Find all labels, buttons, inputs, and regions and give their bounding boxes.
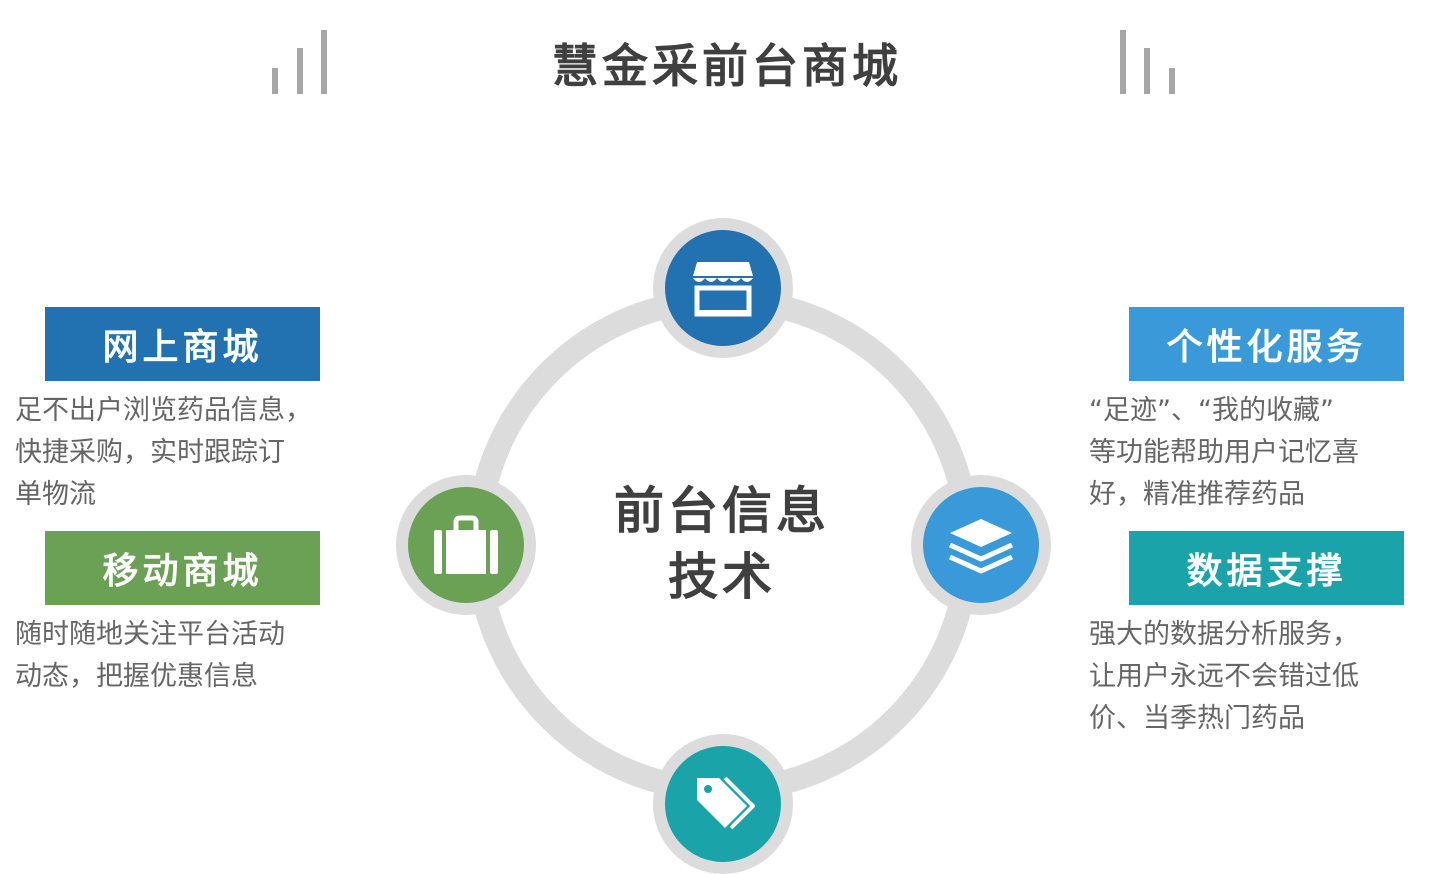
top-node: [653, 218, 793, 358]
description-line: 随时随地关注平台活动: [15, 619, 285, 650]
price-tag-icon: [665, 746, 781, 862]
description-line: 动态，把握优惠信息: [15, 661, 258, 692]
description-line: 等功能帮助用户记忆喜: [1089, 437, 1359, 468]
personalized-service-label: 个性化服务: [1129, 307, 1404, 381]
storefront-icon: [665, 230, 781, 346]
description-line: “足迹”、“我的收藏”: [1089, 395, 1334, 426]
mobile-mall-label: 移动商城: [45, 531, 320, 605]
description-line: 足不出户浏览药品信息，: [15, 395, 312, 426]
left-node: [396, 475, 536, 615]
online-mall-description: 足不出户浏览药品信息， 快捷采购，实时跟踪订 单物流: [15, 390, 312, 516]
data-support-description: 强大的数据分析服务， 让用户永远不会错过低 价、当季热门药品: [1089, 614, 1359, 740]
description-line: 单物流: [15, 479, 96, 510]
description-line: 好，精准推荐药品: [1089, 479, 1305, 510]
center-label: 前台信息 技术: [564, 478, 880, 610]
description-line: 价、当季热门药品: [1089, 703, 1305, 734]
online-mall-label: 网上商城: [45, 307, 320, 381]
center-label-line2: 技术: [668, 548, 776, 606]
personalized-service-description: “足迹”、“我的收藏” 等功能帮助用户记忆喜 好，精准推荐药品: [1089, 390, 1359, 516]
shopping-bag-icon: [408, 487, 524, 603]
layers-icon: [923, 487, 1039, 603]
mobile-mall-description: 随时随地关注平台活动 动态，把握优惠信息: [15, 614, 285, 698]
center-label-line1: 前台信息: [614, 482, 830, 540]
description-line: 强大的数据分析服务，: [1089, 619, 1359, 650]
page-title: 慧金采前台商城: [552, 39, 902, 93]
bottom-node: [653, 734, 793, 874]
description-line: 快捷采购，实时跟踪订: [15, 437, 285, 468]
data-support-label: 数据支撑: [1129, 531, 1404, 605]
description-line: 让用户永远不会错过低: [1089, 661, 1359, 692]
right-node: [911, 475, 1051, 615]
